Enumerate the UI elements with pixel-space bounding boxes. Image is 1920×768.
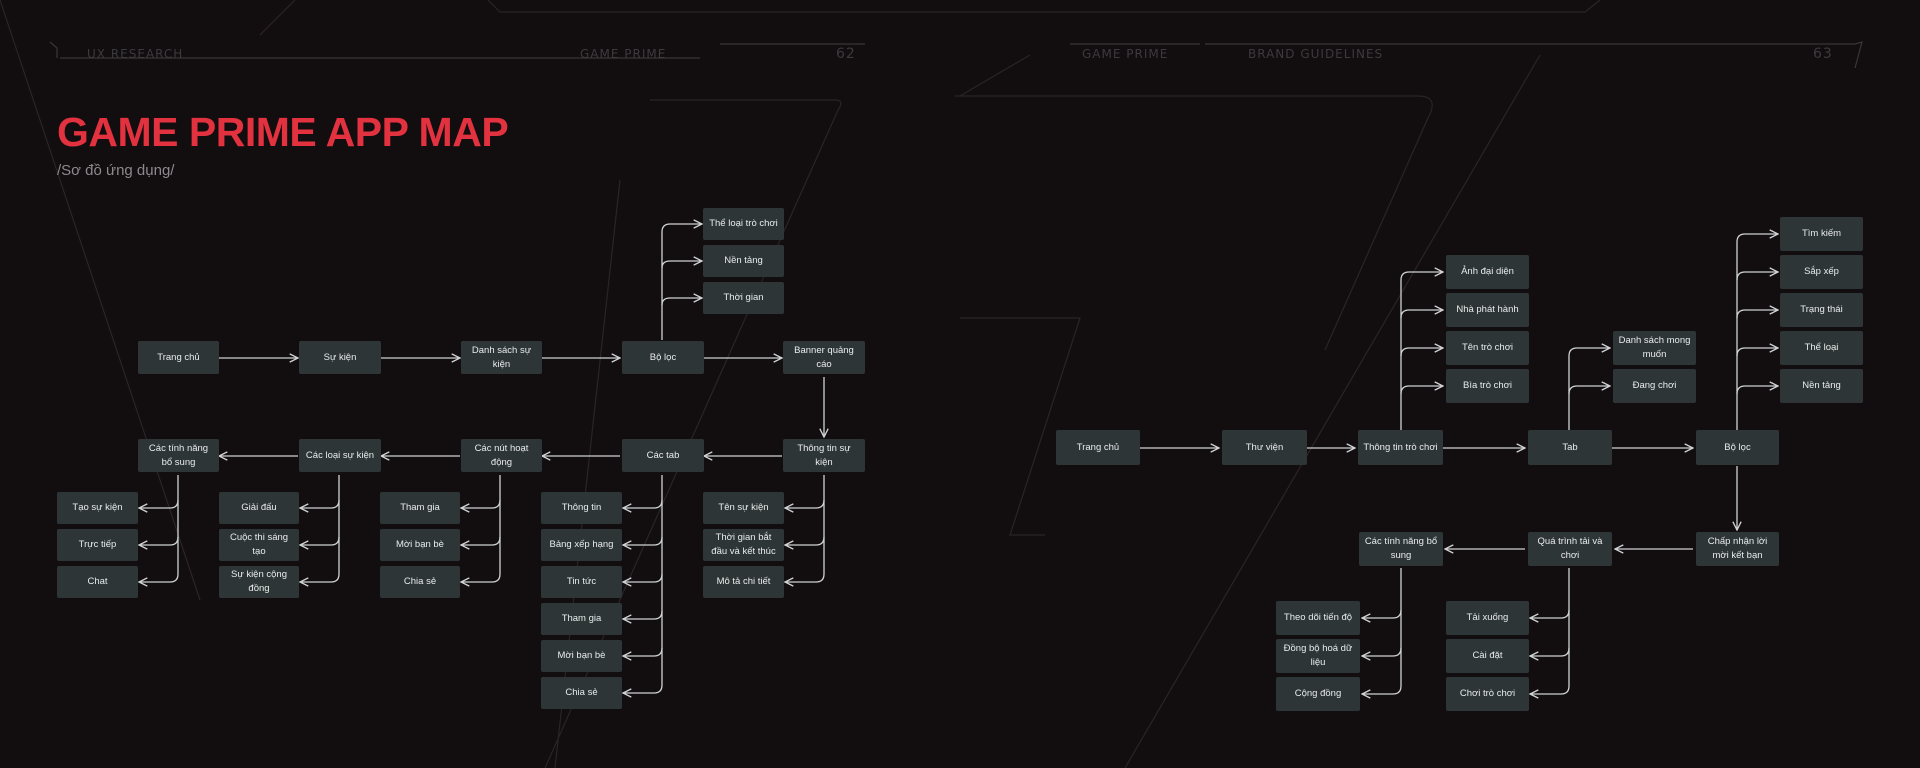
node-tab-thong-tin: Thông tin [541, 492, 622, 524]
node-tab-tin-tuc: Tin tức [541, 566, 622, 598]
node-nha-phat-hanh: Nhà phát hành [1446, 293, 1529, 327]
node-nut-tham-gia: Tham gia [380, 492, 460, 524]
node-nen-tang: Nền tảng [703, 245, 784, 277]
node-the-loai-tro-choi: Thể loại trò chơi [703, 208, 784, 240]
node-tab-moi-ban-be: Mời bạn bè [541, 640, 622, 672]
node-tab-tham-gia: Tham gia [541, 603, 622, 635]
node-cac-tab: Các tab [622, 439, 704, 472]
header-brand-right: GAME PRIME [1082, 47, 1169, 61]
node-sap-xep: Sắp xếp [1780, 255, 1863, 289]
node-the-loai: Thể loại [1780, 331, 1863, 365]
node-mo-ta-chi-tiet: Mô tả chi tiết [703, 566, 784, 598]
node-ten-su-kien: Tên sự kiện [703, 492, 784, 524]
node-tao-su-kien: Tạo sự kiện [57, 492, 138, 524]
node-danh-sach-mong-muon: Danh sách mong muốn [1613, 331, 1696, 365]
node-chat: Chat [57, 566, 138, 598]
node-tab-bang-xep-hang: Bảng xếp hạng [541, 529, 622, 561]
node-thoi-gian-bat-dau: Thời gian bắt đầu và kết thúc [703, 529, 784, 561]
node-dong-bo-hoa-du-lieu: Đồng bộ hoá dữ liệu [1276, 639, 1360, 673]
node-banner-quang-cao: Banner quảng cáo [783, 341, 865, 374]
node-thoi-gian: Thời gian [703, 282, 784, 314]
node-tab-chia-se: Chia sẻ [541, 677, 622, 709]
header-section-right: BRAND GUIDELINES [1248, 47, 1384, 61]
node-cac-nut-hoat-dong: Các nút hoạt động [461, 439, 542, 472]
node-anh-dai-dien: Ảnh đại diện [1446, 255, 1529, 289]
node-cong-dong: Cộng đồng [1276, 677, 1360, 711]
node-cuoc-thi-sang-tao: Cuộc thi sáng tạo [219, 529, 299, 561]
node-bo-loc-right: Bộ lọc [1696, 430, 1779, 465]
node-nen-tang-right: Nền tảng [1780, 369, 1863, 403]
node-thong-tin-tro-choi: Thông tin trò chơi [1358, 430, 1443, 465]
node-cac-tinh-nang-bo-sung-right: Các tính năng bổ sung [1359, 532, 1443, 566]
node-cai-dat: Cài đặt [1446, 639, 1529, 673]
node-trang-thai: Trạng thái [1780, 293, 1863, 327]
node-tab: Tab [1528, 430, 1612, 465]
node-bia-tro-choi: Bìa trò chơi [1446, 369, 1529, 403]
node-trang-chu-right: Trang chủ [1056, 430, 1140, 465]
node-qua-trinh-tai-va-choi: Quá trình tải và chơi [1528, 532, 1612, 566]
node-su-kien-cong-dong: Sự kiện cộng đồng [219, 566, 299, 598]
node-trang-chu: Trang chủ [138, 341, 219, 374]
node-tim-kiem: Tìm kiếm [1780, 217, 1863, 251]
page-number-right: 63 [1813, 46, 1833, 62]
node-nut-moi-ban-be: Mời bạn bè [380, 529, 460, 561]
page-subtitle: /Sơ đồ ứng dụng/ [57, 162, 175, 179]
node-bo-loc: Bộ lọc [622, 341, 704, 374]
node-giai-dau: Giải đấu [219, 492, 299, 524]
page-title: GAME PRIME APP MAP [57, 109, 509, 155]
node-cac-tinh-nang-bo-sung: Các tính năng bổ sung [138, 439, 219, 472]
node-danh-sach-su-kien: Danh sách sự kiện [461, 341, 542, 374]
node-dang-choi: Đang chơi [1613, 369, 1696, 403]
node-tai-xuong: Tải xuống [1446, 601, 1529, 635]
node-cac-loai-su-kien: Các loại sự kiện [299, 439, 381, 472]
node-chap-nhan-loi-moi: Chấp nhận lời mời kết bạn [1696, 532, 1779, 566]
node-thu-vien: Thư viện [1222, 430, 1307, 465]
node-thong-tin-su-kien: Thông tin sự kiện [783, 439, 865, 472]
header-section-left: UX RESEARCH [87, 47, 184, 61]
header-brand-left: GAME PRIME [580, 47, 667, 61]
node-nut-chia-se: Chia sẻ [380, 566, 460, 598]
node-ten-tro-choi: Tên trò chơi [1446, 331, 1529, 365]
page-number-left: 62 [836, 46, 856, 62]
node-choi-tro-choi: Chơi trò chơi [1446, 677, 1529, 711]
node-theo-doi-tien-do: Theo dõi tiến độ [1276, 601, 1360, 635]
node-truc-tiep: Trực tiếp [57, 529, 138, 561]
node-su-kien: Sự kiện [299, 341, 381, 374]
